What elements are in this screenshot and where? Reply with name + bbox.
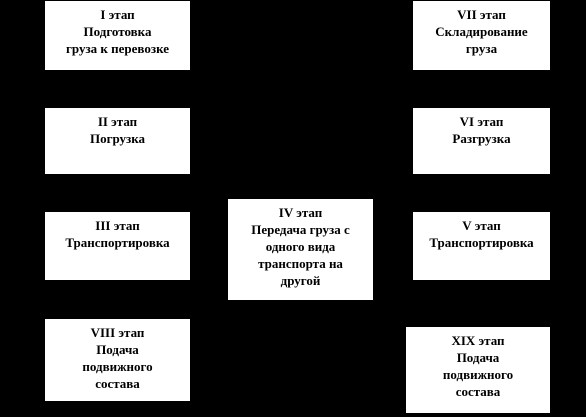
stage-8-text-line: подвижного — [82, 359, 153, 374]
stage-19-box: XIX этап Подача подвижного состава — [405, 326, 551, 414]
stage-7-title: VII этап — [457, 7, 506, 22]
stage-4-text-line: другой — [280, 273, 321, 288]
stage-2-title: II этап — [97, 114, 138, 129]
stage-3-box: III этап Транспортировка — [44, 211, 191, 281]
stage-6-box: VI этап Разгрузка — [412, 107, 551, 175]
stage-8-text-line: Подача — [96, 342, 139, 357]
stage-1-text-line: груза к перевозке — [65, 41, 170, 56]
stage-2-text-line: Погрузка — [89, 131, 146, 146]
stage-19-text-line: Подача — [456, 350, 500, 365]
stage-8-box: VIII этап Подача подвижного состава — [44, 318, 191, 402]
stage-4-text-line: транспорта на — [258, 256, 343, 271]
stage-1-text-line: Подготовка — [83, 24, 152, 39]
stage-6-title: VI этап — [459, 114, 504, 129]
stage-4-text-line: Передача груза с — [251, 222, 350, 237]
stage-6-text-line: Разгрузка — [452, 131, 511, 146]
stage-7-text-line: груза — [465, 41, 498, 56]
stage-1-box: I этап Подготовка груза к перевозке — [44, 0, 191, 71]
stage-1-title: I этап — [100, 7, 135, 22]
stage-8-text-line: состава — [95, 376, 140, 391]
stage-7-text-line: Складирование — [435, 24, 528, 39]
stage-3-title: III этап — [95, 218, 140, 233]
stage-8-title: VIII этап — [90, 325, 145, 340]
stage-19-title: XIX этап — [451, 333, 505, 348]
stage-4-title: IV этап — [278, 205, 323, 220]
stage-5-text-line: Транспортировка — [429, 235, 534, 250]
stage-19-text-line: состава — [455, 384, 501, 399]
stage-2-box: II этап Погрузка — [44, 107, 191, 175]
stage-5-title: V этап — [462, 218, 501, 233]
stage-4-text-line: одного вида — [265, 239, 336, 254]
stage-19-text-line: подвижного — [442, 367, 514, 382]
stage-4-box: IV этап Передача груза с одного вида тра… — [227, 198, 374, 301]
stage-3-text-line: Транспортировка — [65, 235, 170, 250]
stage-5-box: V этап Транспортировка — [412, 211, 551, 281]
stage-7-box: VII этап Складирование груза — [412, 0, 551, 71]
